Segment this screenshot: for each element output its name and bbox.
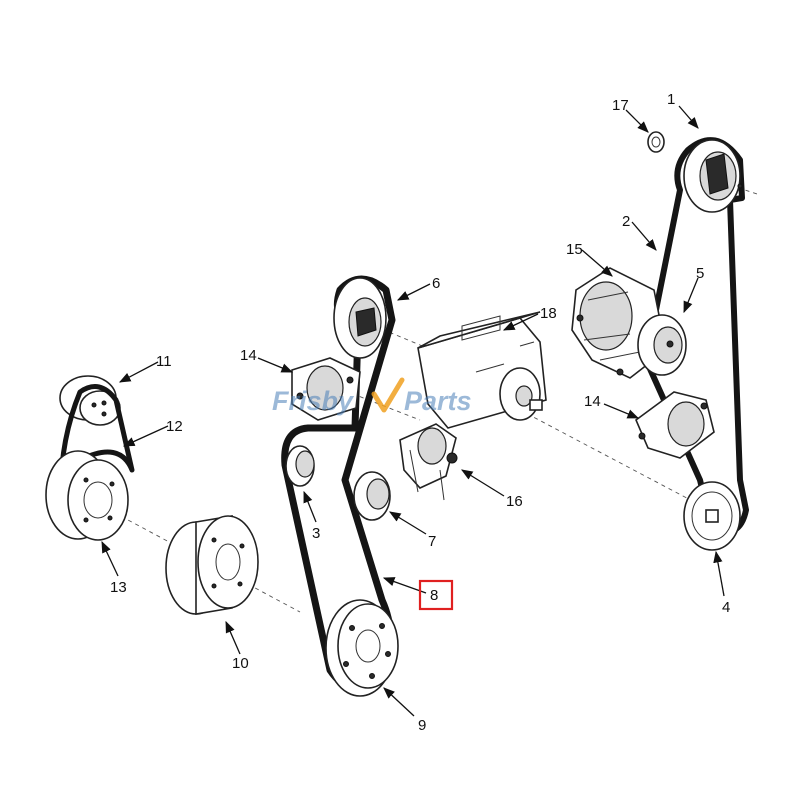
callout-17: 17	[612, 97, 629, 114]
tensioner-14-right	[635, 391, 715, 459]
tensioner-16	[399, 423, 458, 501]
bracket-14-left	[291, 357, 361, 421]
callout-8: 8	[430, 587, 438, 604]
watermark-brand-right: Parts	[404, 386, 472, 416]
pulley-5	[637, 314, 687, 376]
callout-7: 7	[428, 533, 436, 550]
callout-11: 11	[156, 353, 172, 370]
callout-2: 2	[622, 213, 630, 230]
callout-18: 18	[540, 305, 557, 322]
pulley-13	[45, 450, 129, 541]
crank-pulley-9	[325, 599, 399, 697]
unit-18	[417, 311, 547, 429]
callout-16: 16	[506, 493, 523, 510]
callout-9: 9	[418, 717, 426, 734]
callout-12: 12	[166, 418, 183, 435]
callout-13: 13	[110, 579, 127, 596]
pulley-1	[683, 139, 743, 213]
callout-6: 6	[432, 275, 440, 292]
watermark-brand-left: Frisby	[272, 386, 355, 416]
callout-3: 3	[312, 525, 320, 542]
pulley-4	[683, 481, 741, 551]
watermark: Frisby Parts	[272, 377, 472, 416]
callout-labels: 1 2 3 4 5 6 7 8 9 10 11 12 13 14 14 15 1…	[110, 91, 730, 734]
idler-3	[285, 445, 315, 487]
idler-7	[353, 471, 391, 521]
pulley-6	[333, 277, 387, 359]
watermark-checkmark-icon	[371, 377, 405, 413]
callout-15: 15	[566, 241, 583, 258]
belt-12	[58, 384, 135, 523]
callout-10: 10	[232, 655, 249, 672]
callout-4: 4	[722, 599, 730, 616]
callout-14-right: 14	[584, 393, 601, 410]
spacer-10	[165, 515, 259, 615]
callout-8-highlight-box	[418, 579, 454, 611]
callout-14-left: 14	[240, 347, 257, 364]
callout-leaders	[101, 105, 725, 717]
callout-5: 5	[696, 265, 704, 282]
ring-17	[647, 131, 665, 153]
callout-1: 1	[667, 91, 675, 108]
